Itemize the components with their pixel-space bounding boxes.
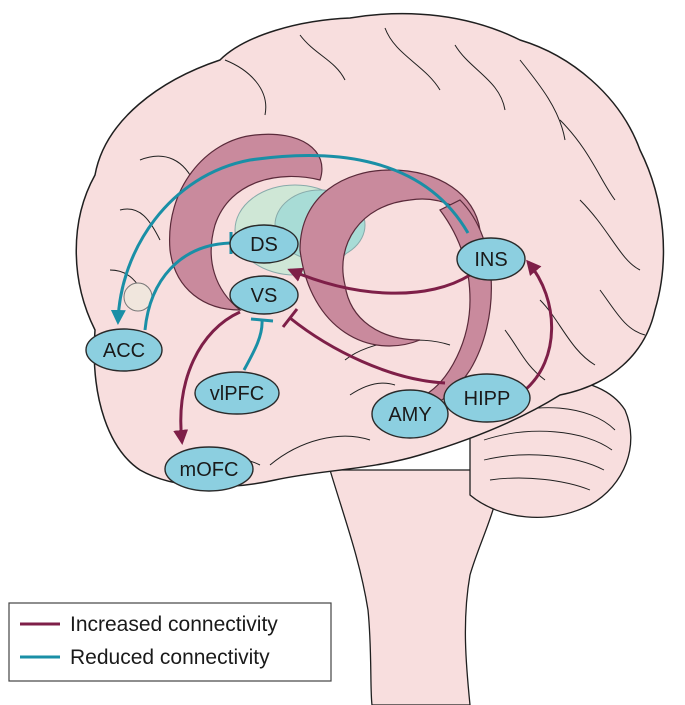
node-vlpfc: vlPFC — [194, 371, 280, 415]
node-hipp: HIPP — [443, 373, 531, 423]
legend: Increased connectivity Reduced connectiv… — [8, 602, 332, 682]
connection-vs-mofc — [173, 310, 241, 445]
connection-hipp-ins — [524, 259, 554, 392]
legend-label-increased: Increased connectivity — [70, 613, 278, 636]
connection-vlpfc-vs — [242, 319, 264, 371]
node-vs-label: VS — [251, 285, 278, 307]
brain-illustration — [75, 12, 665, 705]
legend-label-reduced: Reduced connectivity — [70, 646, 270, 669]
legend-box — [8, 602, 332, 682]
connection-hipp-vs-bar — [281, 308, 299, 328]
node-amy: AMY — [371, 389, 449, 439]
node-amy-label: AMY — [388, 404, 431, 426]
connection-hipp-vs — [289, 316, 446, 385]
node-acc-label: ACC — [103, 340, 145, 362]
cerebrum — [75, 12, 665, 488]
nodes: DS VS INS ACC vlPFC mOFC AMY HIPP — [85, 224, 531, 492]
node-hipp-label: HIPP — [464, 388, 511, 410]
connection-vlpfc-vs-bar — [250, 317, 274, 323]
node-mofc: mOFC — [164, 446, 254, 492]
connection-acc-ds — [143, 241, 231, 331]
node-vlpfc-label: vlPFC — [210, 383, 264, 405]
brainstem — [329, 469, 501, 705]
node-vs: VS — [229, 275, 299, 315]
node-ins-label: INS — [474, 249, 507, 271]
node-acc: ACC — [85, 328, 163, 372]
node-mofc-label: mOFC — [180, 459, 239, 481]
caudate-left — [169, 133, 323, 311]
node-ins: INS — [456, 237, 526, 281]
connection-ins-vs — [287, 267, 471, 295]
caudate-right — [299, 169, 481, 347]
node-ds-label: DS — [250, 234, 278, 256]
connection-ins-acc — [110, 154, 470, 325]
node-ds: DS — [229, 224, 299, 264]
connections — [110, 154, 554, 445]
